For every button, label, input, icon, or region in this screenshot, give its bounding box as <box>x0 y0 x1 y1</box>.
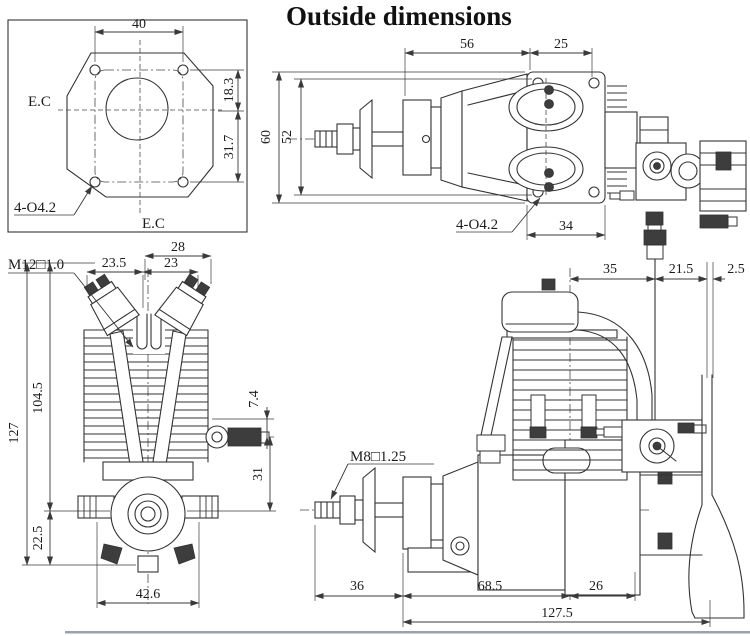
dim-23-5-label: 23.5 <box>102 256 127 271</box>
dim-26-label: 26 <box>589 579 603 594</box>
muffler-front <box>205 425 270 449</box>
ec-bottom-label: E.C <box>142 216 165 232</box>
dim-35-label: 35 <box>603 262 617 277</box>
rear-housing <box>604 111 638 169</box>
rear-bolt <box>657 532 673 550</box>
bottom-rule <box>65 631 750 634</box>
crankcase-front-circle <box>110 476 186 552</box>
mount-hole <box>89 176 101 188</box>
top-view: 56 25 60 52 4-O4.2 34 <box>259 37 747 240</box>
muffler-top <box>699 140 747 229</box>
case-bolt <box>173 543 196 565</box>
ec-left-label: E.C <box>28 94 51 110</box>
intake-pipe-outer <box>577 311 653 421</box>
dim-127-5-label: 127.5 <box>541 606 573 621</box>
pushrod-tube-side <box>479 336 513 441</box>
dim-28-label: 28 <box>171 240 185 255</box>
cooling-fins-edge <box>607 85 627 194</box>
dim-56-label: 56 <box>460 37 474 52</box>
mounting-lug-left <box>77 495 115 519</box>
rocker-cover-left <box>83 273 140 337</box>
front-housing <box>440 90 463 188</box>
prop-shaft-side <box>314 466 444 554</box>
main-crankcase <box>477 454 566 591</box>
bolt-pattern-line <box>94 69 184 183</box>
dim-18-3-label: 18.3 <box>222 78 237 103</box>
dim-60-label: 60 <box>259 130 274 144</box>
housing-bolt <box>450 536 470 556</box>
rocker-cover-right <box>154 273 211 337</box>
dim-7-4-label: 7.4 <box>247 390 262 408</box>
muffler-screw <box>715 151 732 171</box>
prop-thread-label: M12□1.0 <box>8 257 64 273</box>
mount-hole <box>177 176 189 188</box>
fuel-nipple-side <box>603 426 623 438</box>
dim-34-label: 34 <box>559 219 573 234</box>
crankcase-bore-circle <box>105 77 169 141</box>
front-view: 28 23.5 23 M12□1.0 127 104.5 22.5 7.4 31 <box>7 240 276 608</box>
head-bolt-post <box>581 394 597 428</box>
dim-22-5-label: 22.5 <box>31 526 46 551</box>
head-screw <box>544 85 554 95</box>
flange-plate-outline <box>66 52 214 198</box>
flange-border <box>7 19 248 233</box>
prop-shaft <box>314 98 442 180</box>
cooling-fins-side <box>513 339 627 481</box>
plate-hole <box>588 186 600 198</box>
exhaust-port-boss <box>542 447 591 474</box>
hole-callout-label: 4-O4.2 <box>14 200 56 216</box>
breather-nipple <box>541 278 556 291</box>
front-housing-side <box>442 461 479 576</box>
dim-36-label: 36 <box>350 579 364 594</box>
mount-hole <box>89 64 101 76</box>
page-title: Outside dimensions <box>286 1 512 31</box>
intake-tract <box>150 313 162 350</box>
dim-104-5-label: 104.5 <box>31 382 46 414</box>
intake-pipe-inner <box>577 329 638 421</box>
side-view: 35 21.5 2.5 M8□1.25 36 68.5 26 127.5 <box>300 229 745 627</box>
dim-23-label: 23 <box>164 256 178 271</box>
flange-back-view: 40 18.3 31.7 E.C E.C 4-O4.2 <box>7 17 248 233</box>
dim-68-5-label: 68.5 <box>478 579 503 594</box>
head-screw <box>544 99 554 109</box>
mounting-lug-right <box>181 495 219 519</box>
rocker-cover-side <box>501 291 579 333</box>
prop-drive-hub <box>127 493 169 535</box>
plate-hole <box>588 77 600 89</box>
dim-25-label: 25 <box>554 37 568 52</box>
case-bolt <box>100 543 123 565</box>
shaft-thread-label: M8□1.25 <box>350 449 406 465</box>
needle-valve-side <box>643 229 667 421</box>
dim-31-label: 31 <box>251 467 266 481</box>
dim-52-label: 52 <box>280 130 295 144</box>
muffler-clamp-screw <box>699 214 729 229</box>
hole-callout-top-label: 4-O4.2 <box>456 217 498 233</box>
dim-42-6-label: 42.6 <box>136 587 161 602</box>
bottom-tab <box>137 555 159 573</box>
head-screw <box>544 168 554 178</box>
fuel-nipple <box>619 190 635 201</box>
dim-31-7-label: 31.7 <box>222 135 237 160</box>
mount-hole <box>177 64 189 76</box>
dim-40-label: 40 <box>132 17 146 32</box>
intake-tract <box>136 313 148 350</box>
head-screw <box>544 182 554 192</box>
needle-valve <box>645 211 664 226</box>
dim-2-5-label: 2.5 <box>727 262 745 277</box>
head-bolt-post <box>530 394 546 428</box>
dim-21-5-label: 21.5 <box>669 262 694 277</box>
carburetor-side <box>595 419 707 473</box>
mount-bracket <box>639 374 745 619</box>
dim-127-label: 127 <box>7 423 22 444</box>
